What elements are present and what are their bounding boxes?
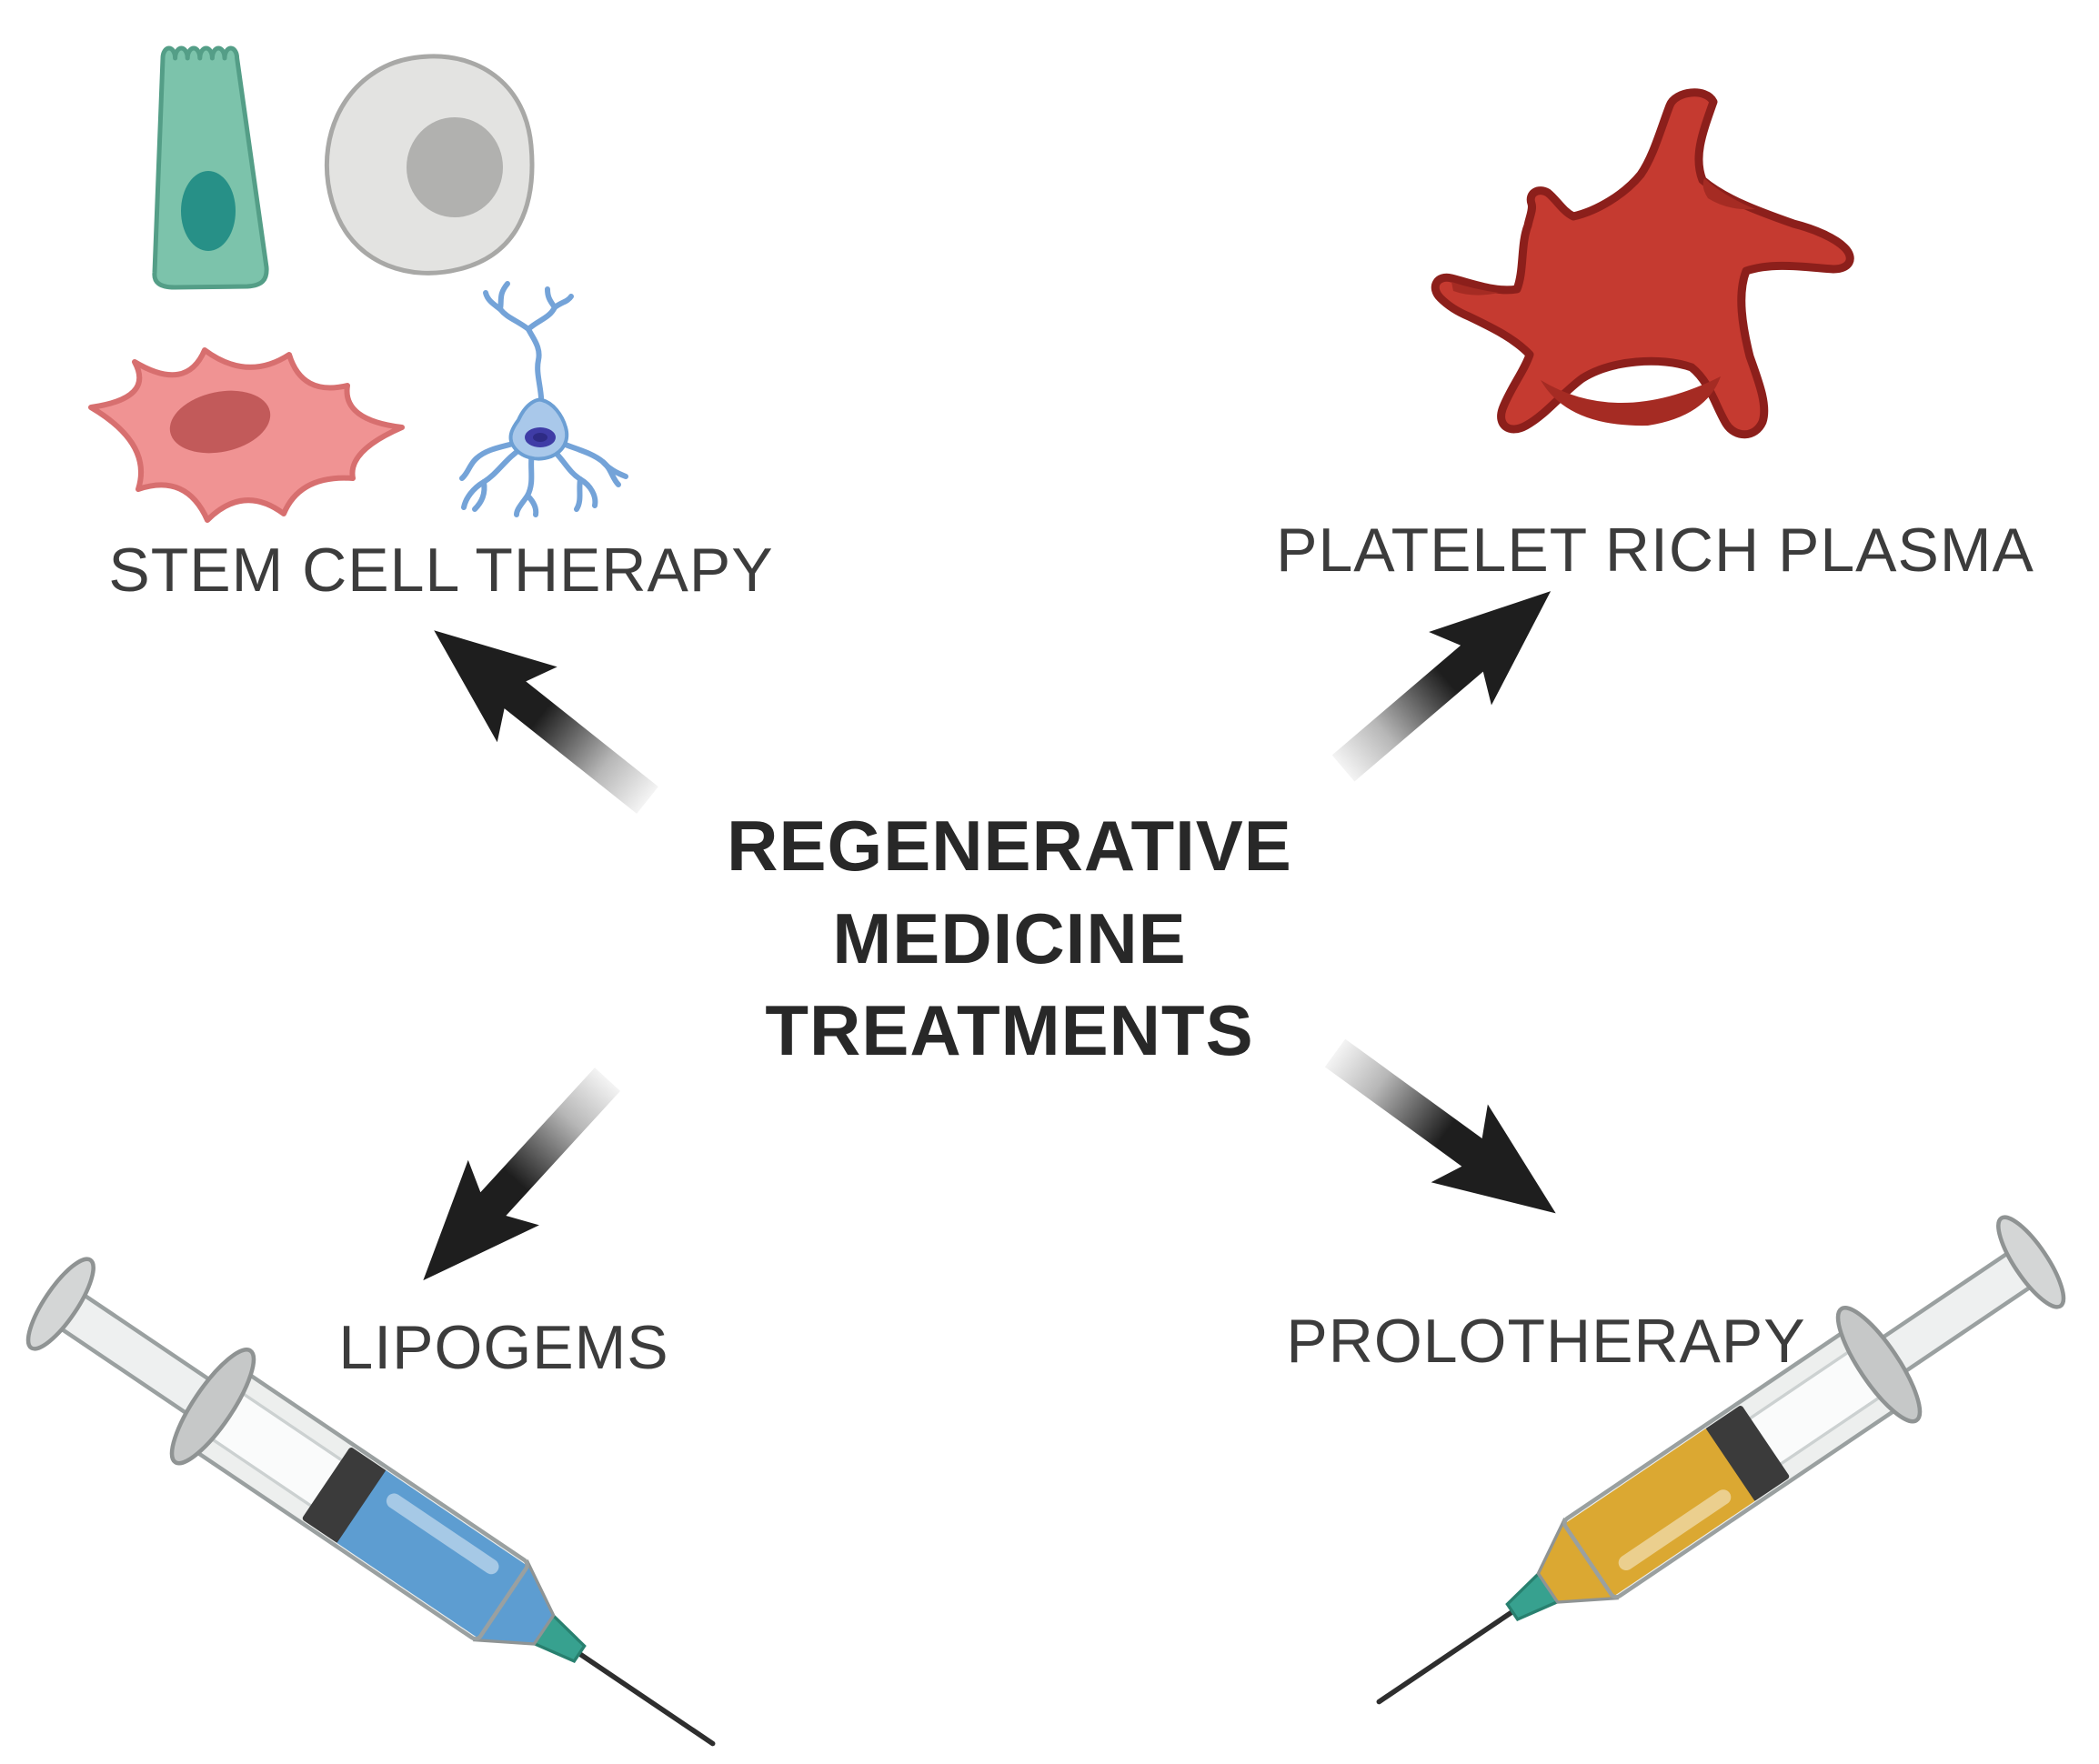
center-title-line-3: TREATMENTS: [765, 990, 1253, 1070]
columnar-epithelial-cell-icon: [152, 45, 269, 290]
center-title-line-2: MEDICINE: [832, 898, 1186, 978]
prolotherapy-label: PROLOTHERAPY: [1286, 1307, 1805, 1376]
arrow-top-left-icon: [404, 592, 678, 838]
prolotherapy-syringe-icon: [1341, 1198, 2082, 1758]
platelet-icon: [1431, 88, 1854, 439]
stem-cell-therapy-label: STEM CELL THERAPY: [108, 536, 773, 605]
mesenchymal-cell-icon: [88, 347, 405, 523]
neuron-icon: [459, 281, 628, 517]
platelet-rich-plasma-group: PLATELET RICH PLASMA: [1276, 88, 2034, 585]
arrow-bottom-left-icon: [387, 1047, 644, 1313]
arrow-top-right-icon: [1311, 554, 1582, 806]
lipogems-group: LIPOGEMS: [10, 1239, 750, 1764]
arrow-bottom-right-icon: [1306, 1014, 1584, 1253]
center-title-line-1: REGENERATIVE: [727, 806, 1292, 886]
center-title: REGENERATIVE MEDICINE TREATMENTS: [727, 806, 1292, 1070]
platelet-rich-plasma-label: PLATELET RICH PLASMA: [1276, 516, 2034, 585]
round-stem-cell-icon: [324, 54, 535, 276]
prolotherapy-group: PROLOTHERAPY: [1286, 1198, 2082, 1758]
lipogems-label: LIPOGEMS: [338, 1313, 668, 1382]
stem-cell-cluster: STEM CELL THERAPY: [88, 45, 773, 605]
